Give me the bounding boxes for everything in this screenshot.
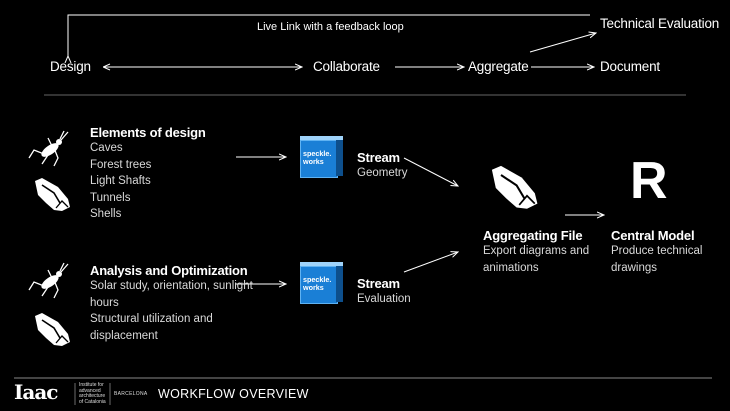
aggregate-stage: Aggregate xyxy=(468,59,529,74)
evaluation-stream-subtitle: Evaluation xyxy=(357,293,411,305)
iaac-logo-icon: Iaac xyxy=(14,380,58,404)
geometry-stream-subtitle: Geometry xyxy=(357,167,408,179)
grasshopper-icon xyxy=(28,130,69,167)
speckle-logo-icon: speckle. works xyxy=(300,262,344,304)
city-label: BARCELONA xyxy=(114,391,148,397)
rhino-icon xyxy=(35,313,70,346)
institute-text: Institute for advanced architecture of C… xyxy=(79,382,106,405)
feedback-loop-line xyxy=(68,14,590,56)
design-group-title: Elements of design xyxy=(90,125,206,140)
speckle-logo-text: works xyxy=(303,157,324,166)
list-item: hours xyxy=(90,296,119,309)
collaborate-stage: Collaborate xyxy=(313,59,380,74)
rhino-icon xyxy=(35,178,70,211)
analysis-group-list: Solar study, orientation, sunlight hours… xyxy=(90,278,253,344)
analysis-group-title: Analysis and Optimization xyxy=(90,263,248,278)
central-model-description: Produce technical drawings xyxy=(611,245,703,274)
document-stage: Document xyxy=(600,59,660,74)
feedback-loop-label: Live Link with a feedback loop xyxy=(257,21,404,33)
speckle-logo-text: speckle. xyxy=(303,149,332,158)
list-item: Caves xyxy=(90,142,123,154)
speckle-logo-text: speckle. xyxy=(303,275,332,284)
grasshopper-icon xyxy=(28,262,69,299)
speckle-logo-text: works xyxy=(303,283,324,292)
evaluation-stream-title: Stream xyxy=(357,276,400,291)
speckle-logo-icon: speckle. works xyxy=(300,136,344,178)
list-item: Forest trees xyxy=(90,158,152,171)
design-group-list: Caves Forest trees Light Shafts Tunnels … xyxy=(90,140,151,223)
rhino-icon xyxy=(491,165,538,209)
list-item: Light Shafts xyxy=(90,175,151,187)
aggregating-file-title: Aggregating File xyxy=(483,228,583,243)
list-item: displacement xyxy=(90,329,158,342)
page-title: WORKFLOW OVERVIEW xyxy=(158,387,309,401)
revit-logo-icon: R xyxy=(630,152,668,210)
aggregating-file-description: Export diagrams and animations xyxy=(483,245,590,274)
list-item: Tunnels xyxy=(90,191,131,204)
list-item: Structural utilization and xyxy=(90,313,213,325)
evaluation-aggregating-arrow xyxy=(403,252,458,273)
geometry-stream-title: Stream xyxy=(357,150,400,165)
list-item: Shells xyxy=(90,208,122,220)
design-stage: Design xyxy=(50,59,91,74)
aggregate-technical-arrow xyxy=(529,33,596,53)
list-item: Solar study, orientation, sunlight xyxy=(90,280,253,292)
central-model-title: Central Model xyxy=(611,228,695,243)
geometry-aggregating-arrow xyxy=(403,157,458,186)
technical-evaluation-stage: Technical Evaluation xyxy=(600,16,720,31)
